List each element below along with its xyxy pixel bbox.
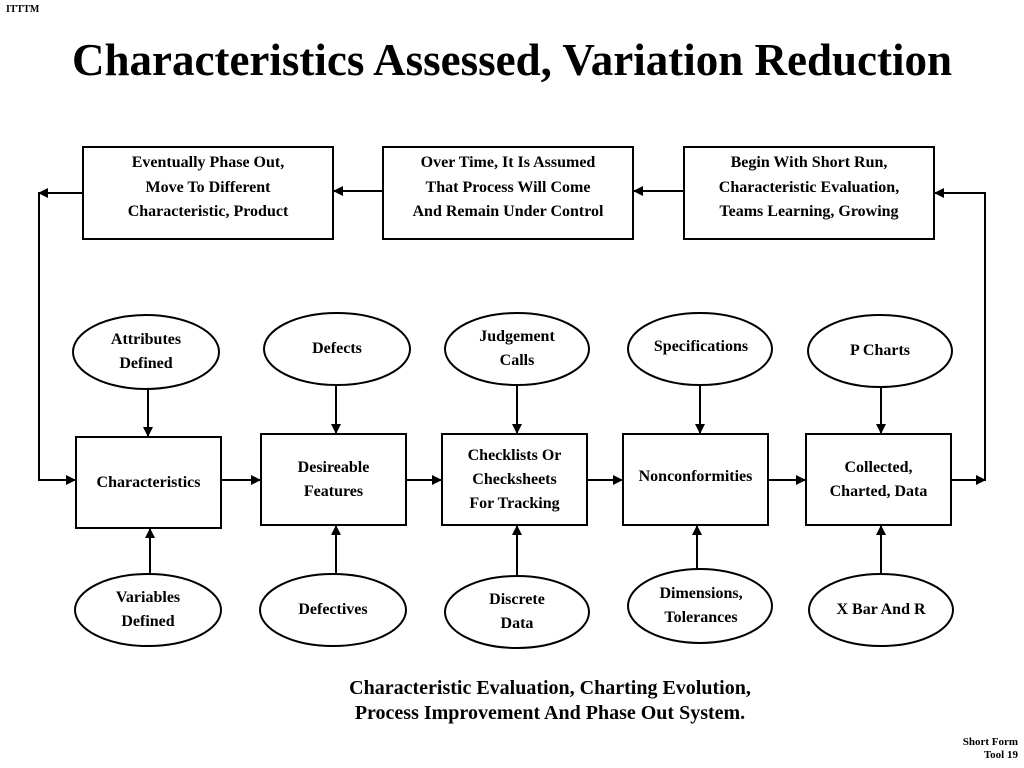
- desirable-features-label: Desireable Features: [297, 458, 370, 500]
- dimensions-label: Dimensions, Tolerances: [659, 585, 743, 626]
- attributes-oval: [72, 314, 220, 390]
- checklists-label: Checklists Or Checksheets For Tracking: [467, 446, 562, 512]
- defectives-label: Defectives: [298, 601, 368, 618]
- p-charts-label: P Charts: [850, 342, 910, 359]
- specifications-label: Specifications: [653, 338, 749, 355]
- dimensions-oval: [627, 568, 773, 644]
- footer-label: Short Form Tool 19: [962, 736, 1018, 761]
- discrete-label: Discrete Data: [489, 591, 545, 632]
- collected-data-label: Collected, Charted, Data: [829, 458, 928, 500]
- phase-out-label: Eventually Phase Out, Move To Different …: [127, 154, 289, 220]
- defects-label: Defects: [312, 340, 362, 357]
- xbar-r-label: X Bar And R: [836, 601, 926, 618]
- characteristics-label: Characteristics: [96, 473, 201, 491]
- diagram-caption: Characteristic Evaluation, Charting Evol…: [349, 677, 751, 724]
- short-run-label: Begin With Short Run, Characteristic Eva…: [718, 154, 900, 220]
- variables-oval: [74, 573, 222, 647]
- attributes-label: Attributes Defined: [110, 331, 182, 372]
- corner-label: ITTTM: [6, 4, 40, 15]
- variables-label: Variables Defined: [115, 589, 181, 630]
- page-title: Characteristics Assessed, Variation Redu…: [72, 35, 952, 85]
- judgement-label: Judgement Calls: [479, 328, 555, 369]
- defectives-oval: [259, 573, 407, 647]
- nonconformities-label: Nonconformities: [638, 468, 753, 485]
- assumed-control-label: Over Time, It Is Assumed That Process Wi…: [412, 154, 604, 220]
